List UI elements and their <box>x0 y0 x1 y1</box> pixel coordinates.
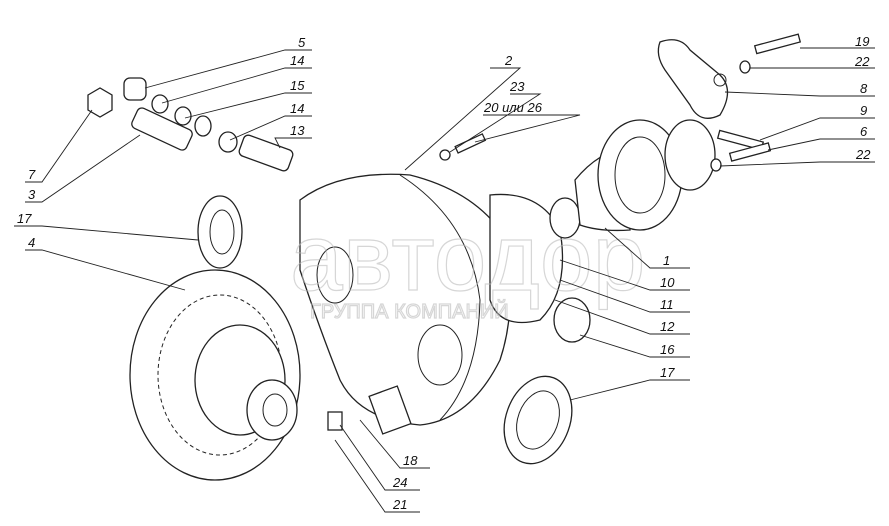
label-15: 15 <box>290 78 305 93</box>
label-14: 14 <box>290 53 304 68</box>
washer-22-top <box>739 60 751 74</box>
watermark: автодор ГРУППА КОМПАНИЙ <box>289 204 646 323</box>
watermark-tagline: ГРУППА КОМПАНИЙ <box>310 299 509 323</box>
bracket-8 <box>657 39 729 119</box>
nut-7 <box>87 87 113 118</box>
leader-lines <box>14 47 875 513</box>
washer-23 <box>439 149 451 161</box>
label-11: 11 <box>660 297 674 312</box>
bolt-19 <box>753 33 802 55</box>
threaded-sleeve-3 <box>131 107 193 151</box>
parts <box>87 33 802 481</box>
label-14b: 14 <box>290 101 304 116</box>
pin-13 <box>238 134 294 172</box>
label-8: 8 <box>860 81 868 96</box>
label-1: 1 <box>663 253 670 268</box>
label-3: 3 <box>28 187 36 202</box>
bolt-20 <box>454 133 487 154</box>
label-17-right: 17 <box>660 365 675 380</box>
watermark-brand: автодор <box>290 205 646 311</box>
label-12: 12 <box>660 319 675 334</box>
label-22-top: 22 <box>854 54 870 69</box>
washer-14 <box>151 94 169 114</box>
lock-plate-18 <box>368 385 412 435</box>
bearing-17-right <box>503 375 573 465</box>
callout-labels: 5 14 15 14 13 7 3 17 4 2 23 20 или 26 19… <box>17 34 871 512</box>
label-21: 21 <box>392 497 407 512</box>
label-16: 16 <box>660 342 675 357</box>
label-5: 5 <box>298 35 306 50</box>
label-7: 7 <box>28 167 36 182</box>
flange <box>664 119 716 191</box>
label-18: 18 <box>403 453 418 468</box>
bolt-21 <box>327 411 343 431</box>
label-4: 4 <box>28 235 35 250</box>
label-6: 6 <box>860 124 868 139</box>
bearing-17-left <box>197 195 243 269</box>
label-24: 24 <box>392 475 407 490</box>
label-19: 19 <box>855 34 869 49</box>
washer-14b <box>218 131 238 153</box>
label-2: 2 <box>504 53 513 68</box>
washer-22-bottom <box>710 158 722 172</box>
label-9: 9 <box>860 103 867 118</box>
carrier-housing-2 <box>299 173 511 426</box>
label-23: 23 <box>509 79 525 94</box>
label-22-bottom: 22 <box>855 147 871 162</box>
label-13: 13 <box>290 123 305 138</box>
ring-15 <box>174 106 192 126</box>
cap-5 <box>123 77 147 101</box>
label-10: 10 <box>660 275 675 290</box>
spring-15 <box>194 115 212 137</box>
bolt-6 <box>728 142 772 162</box>
label-20-or-26: 20 или 26 <box>483 100 543 115</box>
label-17-left: 17 <box>17 211 32 226</box>
